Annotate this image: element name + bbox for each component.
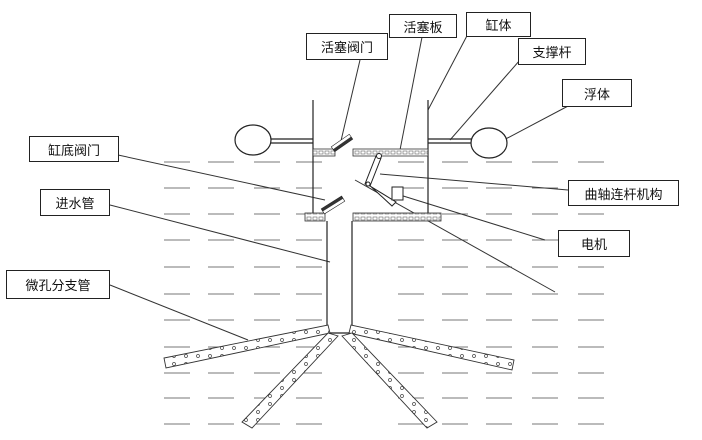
- piston-plate: [312, 148, 429, 157]
- perforated-branch-pipes: [163, 324, 515, 429]
- crank-linkage: [364, 153, 397, 207]
- float-left: [234, 124, 272, 156]
- label-piston-valve: 活塞阀门: [306, 33, 388, 60]
- label-float: 浮体: [562, 79, 632, 107]
- label-bottom-valve: 缸底阀门: [29, 136, 119, 162]
- label-support-rod: 支撑杆: [518, 38, 586, 65]
- label-motor: 电机: [558, 230, 630, 257]
- float-right: [470, 127, 508, 159]
- support-rods: [270, 138, 474, 144]
- label-inlet-pipe: 进水管: [40, 189, 110, 216]
- cylinder-bottom: [304, 212, 442, 222]
- label-crank-mechanism: 曲轴连杆机构: [568, 180, 679, 206]
- label-piston-plate: 活塞板: [389, 14, 457, 38]
- label-cylinder: 缸体: [466, 12, 531, 37]
- bottom-valve: [320, 195, 346, 215]
- motor-block: [391, 186, 404, 201]
- piston-valve: [330, 133, 354, 153]
- inlet-pipe: [326, 221, 353, 334]
- label-branch-pipe: 微孔分支管: [6, 270, 110, 299]
- water-surface-lines: [164, 161, 604, 425]
- cylinder-body: [312, 100, 429, 218]
